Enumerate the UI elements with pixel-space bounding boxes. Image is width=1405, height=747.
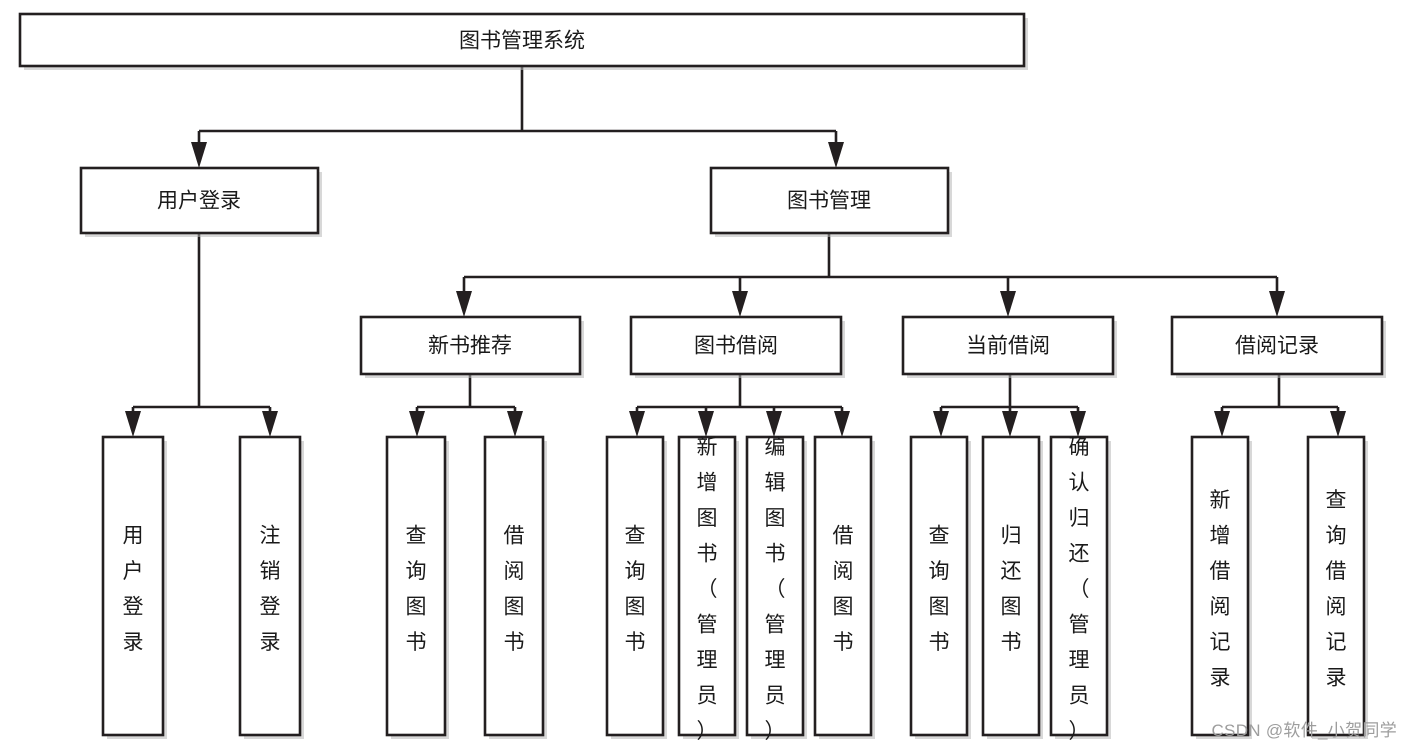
leaf-edit-book-admin-label: 编辑图书（管理员） — [765, 436, 786, 743]
connector-new-book-recommend-to-leaves — [415, 374, 517, 421]
leaf-node-add-book-admin[interactable]: 新增图书（管理员） — [677, 435, 739, 743]
arrow-to-leaf-query-book-1 — [409, 411, 425, 437]
leaf-query-book-3-label: 查询图书 — [929, 525, 950, 655]
arrow-to-leaf-logout-login — [262, 411, 278, 437]
leaf-logout-login-label: 注销登录 — [260, 525, 281, 655]
leaf-node-logout-login[interactable]: 注销登录 — [238, 435, 304, 739]
book-management-label: 图书管理 — [787, 190, 871, 213]
leaf-query-book-2-box — [605, 435, 665, 737]
leaf-return-book-label: 归还图书 — [1001, 525, 1022, 655]
connector-user-login-to-leaves — [131, 233, 272, 421]
leaf-query-book-3-box — [909, 435, 969, 737]
leaf-node-borrow-book-1[interactable]: 借阅图书 — [483, 435, 547, 739]
book-borrow-label: 图书借阅 — [694, 335, 778, 358]
leaf-node-query-borrow-record[interactable]: 查询借阅记录 — [1306, 435, 1368, 739]
connector-borrow-record-to-leaves — [1220, 374, 1340, 421]
arrow-to-leaf-confirm-return-admin — [1070, 411, 1086, 437]
leaf-node-edit-book-admin[interactable]: 编辑图书（管理员） — [745, 435, 807, 743]
leaf-borrow-book-1-label: 借阅图书 — [504, 525, 525, 655]
new-book-recommend-box — [359, 315, 582, 376]
arrow-to-leaf-query-borrow-record — [1330, 411, 1346, 437]
node-current-borrow[interactable]: 当前借阅 — [901, 315, 1117, 378]
leaf-return-book-box — [981, 435, 1041, 737]
node-book-management[interactable]: 图书管理 — [709, 166, 952, 237]
leaf-borrow-book-2-label: 借阅图书 — [833, 525, 854, 655]
node-book-borrow[interactable]: 图书借阅 — [629, 315, 845, 378]
leaf-add-borrow-record-box — [1190, 435, 1250, 737]
leaf-node-return-book[interactable]: 归还图书 — [981, 435, 1043, 739]
node-new-book-recommend[interactable]: 新书推荐 — [359, 315, 584, 378]
arrow-to-user-login — [191, 142, 207, 168]
leaf-confirm-return-admin-label: 确认归还（管理员） — [1069, 436, 1090, 743]
arrow-to-new-book-recommend — [456, 291, 472, 317]
leaf-edit-book-admin-box — [745, 435, 805, 737]
arrow-to-book-management — [828, 142, 844, 168]
leaf-node-borrow-book-2[interactable]: 借阅图书 — [813, 435, 875, 739]
arrow-to-leaf-borrow-book-1 — [507, 411, 523, 437]
leaf-logout-login-box — [238, 435, 302, 737]
arrow-to-leaf-edit-book-admin — [766, 411, 782, 437]
leaf-confirm-return-admin-box — [1049, 435, 1109, 737]
leaf-add-book-admin-box — [677, 435, 737, 737]
leaf-query-book-2-label: 查询图书 — [625, 525, 646, 655]
new-book-recommend-label: 新书推荐 — [428, 335, 512, 358]
user-login-box — [79, 166, 320, 235]
connector-book-borrow-to-leaves — [635, 374, 844, 421]
current-borrow-label: 当前借阅 — [966, 335, 1050, 358]
leaf-borrow-book-1-box — [483, 435, 545, 737]
root-box — [18, 12, 1026, 68]
borrow-record-label: 借阅记录 — [1235, 335, 1319, 358]
arrow-to-leaf-add-borrow-record — [1214, 411, 1230, 437]
leaf-node-add-borrow-record[interactable]: 新增借阅记录 — [1190, 435, 1252, 739]
connector-layer — [125, 66, 1346, 437]
book-management-box — [709, 166, 950, 235]
leaf-node-user-login[interactable]: 用户登录 — [101, 435, 167, 739]
root-label: 图书管理系统 — [459, 30, 585, 53]
arrow-to-borrow-record — [1269, 291, 1285, 317]
user-login-label: 用户登录 — [157, 190, 241, 213]
leaf-query-borrow-record-label: 查询借阅记录 — [1326, 489, 1347, 690]
leaf-node-query-book-3[interactable]: 查询图书 — [909, 435, 971, 739]
leaf-query-book-1-label: 查询图书 — [406, 525, 427, 655]
leaf-user-login-box — [101, 435, 165, 737]
node-root[interactable]: 图书管理系统 — [18, 12, 1028, 70]
arrow-to-leaf-borrow-book-2 — [834, 411, 850, 437]
connector-book-management-to-level3 — [462, 233, 1279, 291]
leaf-node-confirm-return-admin[interactable]: 确认归还（管理员） — [1049, 435, 1111, 743]
leaf-node-query-book-1[interactable]: 查询图书 — [385, 435, 449, 739]
book-borrow-box — [629, 315, 843, 376]
arrow-to-leaf-query-book-3 — [933, 411, 949, 437]
arrow-to-current-borrow — [1000, 291, 1016, 317]
arrow-to-leaf-return-book — [1002, 411, 1018, 437]
current-borrow-box — [901, 315, 1115, 376]
leaf-node-query-book-2[interactable]: 查询图书 — [605, 435, 667, 739]
arrow-to-leaf-query-book-2 — [629, 411, 645, 437]
arrow-to-book-borrow — [732, 291, 748, 317]
arrow-to-leaf-user-login — [125, 411, 141, 437]
leaf-query-book-1-box — [385, 435, 447, 737]
csdn-watermark: CSDN @软件_小贺同学 — [1211, 721, 1397, 740]
leaf-user-login-label: 用户登录 — [123, 525, 144, 655]
connector-root-to-level2 — [197, 66, 838, 152]
arrow-to-leaf-add-book-admin — [698, 411, 714, 437]
leaf-query-borrow-record-box — [1306, 435, 1366, 737]
node-user-login[interactable]: 用户登录 — [79, 166, 322, 237]
borrow-record-box — [1170, 315, 1384, 376]
leaf-add-book-admin-label: 新增图书（管理员） — [697, 436, 718, 743]
leaf-borrow-book-2-box — [813, 435, 873, 737]
node-borrow-record[interactable]: 借阅记录 — [1170, 315, 1386, 378]
leaf-add-borrow-record-label: 新增借阅记录 — [1210, 489, 1231, 690]
